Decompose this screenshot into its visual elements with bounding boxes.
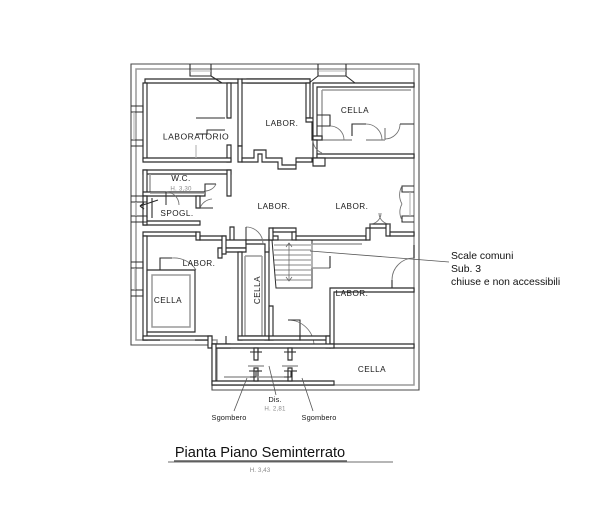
room-label-cella-center-vertical: CELLA	[253, 276, 262, 304]
bottom-sgombero-dis-walls	[211, 343, 335, 386]
room-label-cella-bottom-right: CELLA	[358, 365, 386, 374]
room-label-wc: W.C.	[171, 174, 191, 183]
room-label-group: LABORATORIO LABOR. CELLA W.C. SPOGL. LAB…	[154, 106, 386, 374]
room-wc-spogliatoio-walls	[131, 169, 232, 226]
top-wall-openings	[189, 64, 356, 84]
room-label-labor-top-center: LABOR.	[266, 119, 299, 128]
callout-disimpegno: Dis.	[268, 395, 281, 404]
annotation-line-3: chiuse e non accessibili	[451, 277, 560, 288]
room-label-cella-top-right: CELLA	[341, 106, 369, 115]
callout-sgombero-left: Sgombero	[212, 413, 247, 422]
cella-top-right-doors	[312, 115, 414, 154]
annotation-line-2: Sub. 3	[451, 264, 481, 275]
annotation-scale-comuni: Scale comuni Sub. 3 chiuse e non accessi…	[309, 250, 560, 288]
bottom-callout-group: Sgombero Dis. Sgombero	[212, 365, 337, 422]
leader-disimpegno	[268, 365, 277, 396]
room-label-labor-lower-left: LABOR.	[183, 259, 216, 268]
title-block: Pianta Piano Seminterrato H. 3,43	[168, 445, 393, 474]
room-label-laboratorio-main: LABORATORIO	[163, 131, 229, 141]
page-title: Pianta Piano Seminterrato	[175, 445, 345, 461]
height-note-disimpegno: H. 2,81	[264, 406, 286, 413]
callout-sgombero-right: Sgombero	[302, 413, 337, 422]
lower-left-walls	[131, 231, 231, 349]
leader-sgombero-left	[233, 377, 248, 412]
room-label-labor-mid-right: LABOR.	[336, 202, 369, 211]
height-note-wc: H. 3,30	[170, 186, 192, 193]
annotation-leader-line	[309, 250, 450, 263]
stair-treads	[274, 244, 311, 281]
middle-right-walls	[365, 185, 415, 290]
room-label-labor-mid-center: LABOR.	[258, 202, 291, 211]
room-label-spogliatoio: SPOGL.	[160, 209, 193, 218]
room-laboratorio-walls	[131, 78, 311, 163]
window-symbol	[139, 198, 159, 218]
room-label-labor-lower-right: LABOR.	[336, 289, 369, 298]
leader-sgombero-right	[301, 377, 314, 412]
height-note-group: H. 3,30 H. 2,81	[170, 186, 286, 413]
room-label-cella-lower-left: CELLA	[154, 296, 182, 305]
annotation-line-1: Scale comuni	[451, 251, 513, 262]
title-height-note: H. 3,43	[250, 467, 271, 474]
